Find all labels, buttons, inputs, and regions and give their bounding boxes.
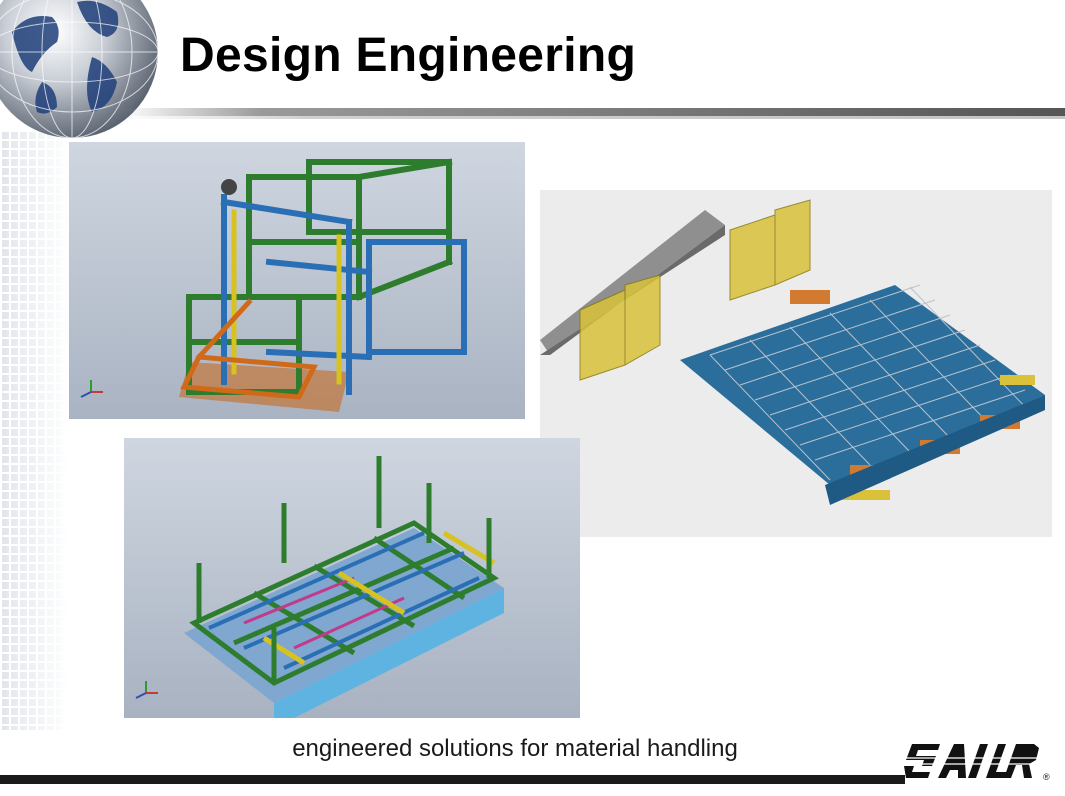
- globe-icon: [0, 0, 159, 139]
- tagline: engineered solutions for material handli…: [292, 735, 738, 762]
- sailrail-logo: ®: [900, 744, 1058, 782]
- logo-registered-mark: ®: [1043, 772, 1050, 782]
- title-divider: [120, 108, 1065, 119]
- cad-render-3: [124, 438, 580, 718]
- page-title: Design Engineering: [180, 29, 637, 82]
- footer-bar: [0, 775, 905, 784]
- tile-pattern-background: [0, 130, 70, 730]
- cad-render-2: [540, 190, 1052, 537]
- cad-render-1: [69, 142, 525, 419]
